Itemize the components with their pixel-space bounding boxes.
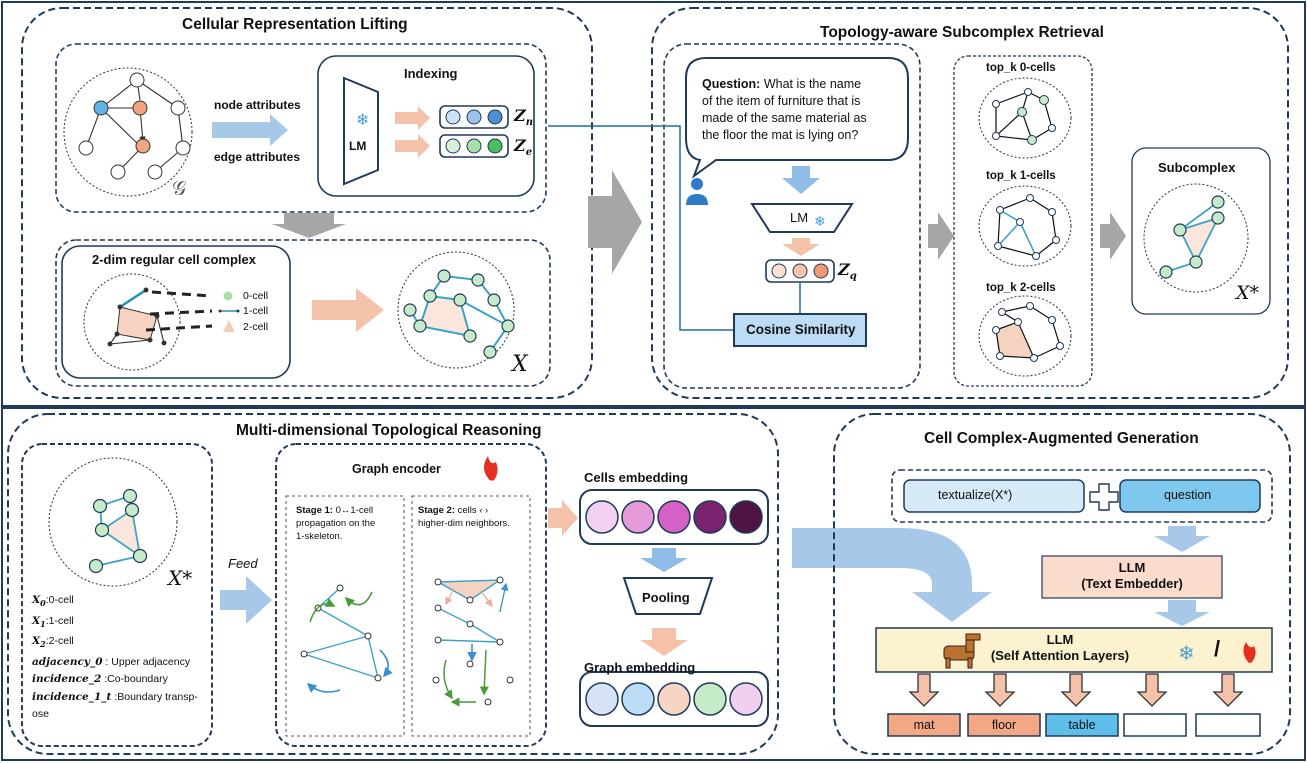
svg-text:❄: ❄ xyxy=(814,214,826,230)
graph-embedding-circle xyxy=(693,682,727,716)
edge-attributes-label: edge attributes xyxy=(214,150,301,164)
topk-1-label: top_k 1-cells xyxy=(986,170,1056,182)
def-row: adjacency_0 : Upper adjacency xyxy=(32,655,191,668)
llm-text-embedder: LLM(Text Embedder) xyxy=(1081,560,1183,591)
svg-text:❄: ❄ xyxy=(1178,641,1195,665)
feed-label: Feed xyxy=(228,556,258,571)
zn-label: Zn xyxy=(514,106,533,129)
subcomplex-label: Subcomplex xyxy=(1158,160,1236,175)
zq-label: Zq xyxy=(838,260,857,283)
cell-complex-title: 2-dim regular cell complex xyxy=(92,252,257,267)
node-attributes-label: node attributes xyxy=(214,98,301,112)
graph-embedding-circle xyxy=(621,682,655,716)
graph-embedding-label: Graph embedding xyxy=(584,660,696,675)
indexing-label: Indexing xyxy=(404,66,458,81)
topk-0-label: top_k 0-cells xyxy=(986,62,1056,74)
graph-encoder-label: Graph encoder xyxy=(352,462,441,476)
graph-embedding-circle xyxy=(585,682,619,716)
legend-1-cell: 1-cell xyxy=(243,305,269,317)
stage2-text: Stage 2: cells ‹ › higher-dim neighbors. xyxy=(418,505,510,529)
cell-embedding-circle xyxy=(693,500,727,534)
cell-embedding-circle xyxy=(621,500,655,534)
ze-label: Ze xyxy=(514,136,533,159)
question-label: Question: xyxy=(702,77,761,91)
question-box: question xyxy=(1164,488,1212,502)
reasoning-title: Multi-dimensional Topological Reasoning xyxy=(236,422,542,439)
legend-0-cell: 0-cell xyxy=(243,290,269,302)
cell-embedding-circle xyxy=(585,500,619,534)
llm-self-attention: LLM(Self Attention Layers) xyxy=(990,632,1130,663)
retrieval-lm-label: LM xyxy=(790,210,809,225)
question-bubble: Question: What is the name of the item o… xyxy=(702,77,867,142)
graph-embedding-circle xyxy=(657,682,691,716)
generation-title: Cell Complex-Augmented Generation xyxy=(924,430,1199,447)
cell-embedding-circle xyxy=(729,500,763,534)
legend-2-cell: 2-cell xyxy=(243,321,269,333)
def-row: incidence_1_t :Boundary transp- xyxy=(32,690,198,703)
output-mat: mat xyxy=(913,718,935,732)
slash-separator: / xyxy=(1214,636,1221,661)
cosine-similarity: Cosine Similarity xyxy=(746,322,856,337)
svg-text:❄: ❄ xyxy=(356,110,369,129)
stage1-text: Stage 1: 0↔1-cell propagation on the 1-s… xyxy=(296,505,376,542)
output-table: table xyxy=(1068,718,1096,732)
pooling-label: Pooling xyxy=(642,590,690,605)
definitions-list: X0:0-cell X1:1-cell X2:2-cell adjacency_… xyxy=(32,592,198,724)
def-row: incidence_2 :Co-boundary xyxy=(32,673,168,686)
lm-label: LM xyxy=(349,139,367,153)
bottom-frame xyxy=(1,407,1306,761)
llama-icon-shape xyxy=(943,633,981,669)
def-row: X2:2-cell xyxy=(32,635,74,650)
top-frame xyxy=(1,1,1306,407)
graph-embedding-circle xyxy=(729,682,763,716)
def-row: X0:0-cell xyxy=(32,594,74,609)
retrieval-title: Topology-aware Subcomplex Retrieval xyxy=(820,24,1104,41)
complex-symbol: X xyxy=(512,352,528,377)
topk-2-label: top_k 2-cells xyxy=(986,282,1056,294)
def-row-tail: ose xyxy=(32,708,49,721)
textualize-box: textualize(X*) xyxy=(938,488,1013,502)
reasoning-symbol: X* xyxy=(168,566,193,590)
def-row: X1:1-cell xyxy=(32,614,74,629)
cell-embedding-circle xyxy=(657,500,691,534)
graph-symbol: 𝒢 xyxy=(172,176,187,200)
output-floor: floor xyxy=(991,718,1017,732)
subcomplex-symbol: X* xyxy=(1236,282,1260,304)
lifting-title: Cellular Representation Lifting xyxy=(182,16,408,33)
cells-embedding-label: Cells embedding xyxy=(584,470,689,485)
